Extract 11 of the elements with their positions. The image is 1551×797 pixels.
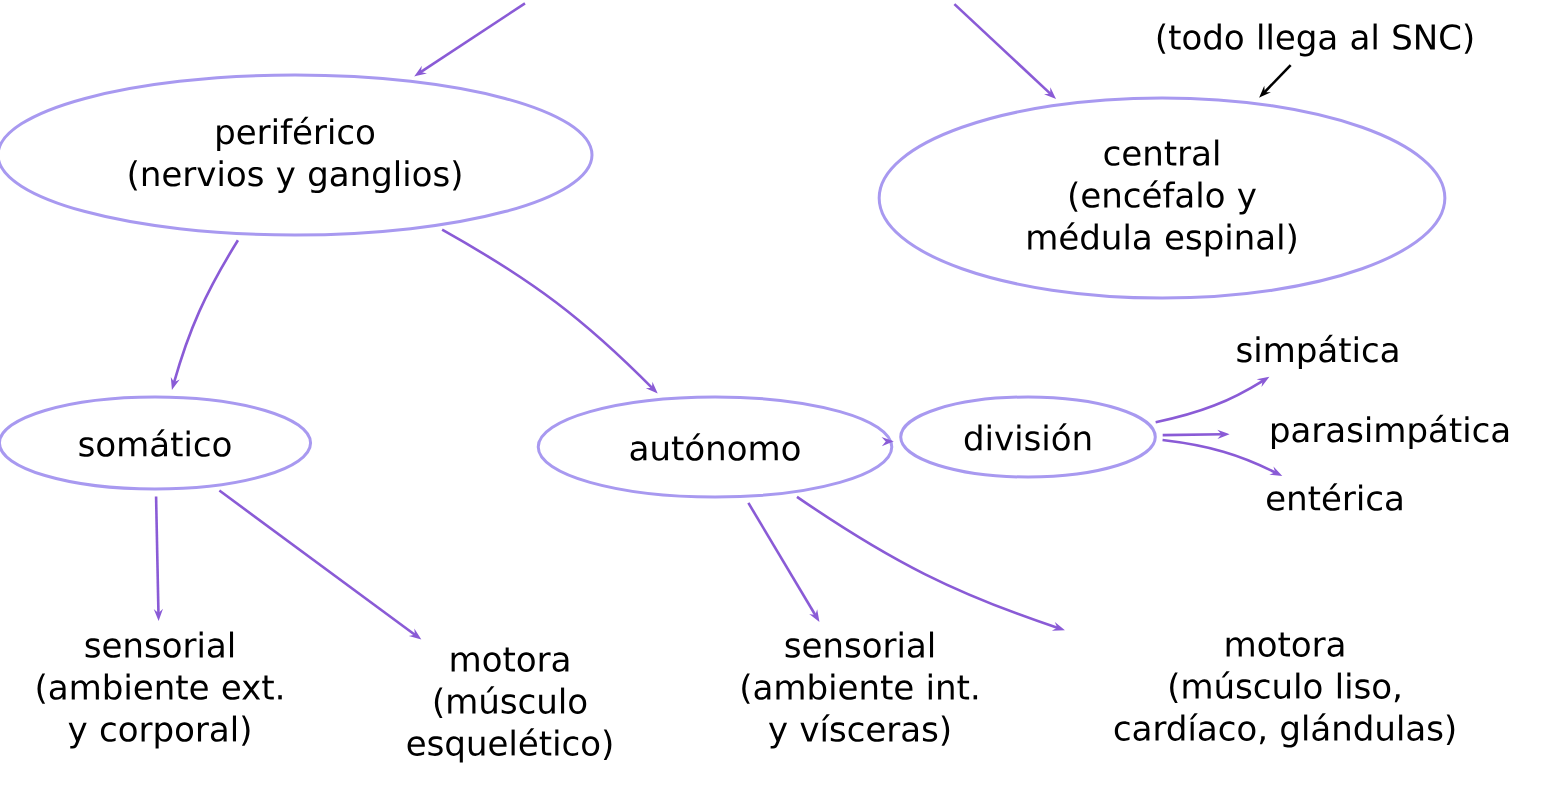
ellipse-node: división [899,395,1157,479]
handwritten-label: parasimpática [1272,414,1509,450]
handwritten-label: entérica [1267,483,1402,511]
handwritten-label: (todo llega al SNC) [1157,23,1473,57]
handwritten-label: sensorial (ambiente ext. y corporal) [37,631,282,749]
handwritten-label: sensorial (ambiente int. y vísceras) [742,631,978,749]
ellipse-node: autónomo [536,395,894,499]
handwritten-label: motora (músculo esquelético) [407,647,612,763]
handwritten-label: motora (músculo liso, cardíaco, glándulas) [1114,632,1455,748]
handwritten-label: simpática [1237,334,1398,370]
ellipse-node: central (encéfalo y médula espinal) [877,96,1447,300]
